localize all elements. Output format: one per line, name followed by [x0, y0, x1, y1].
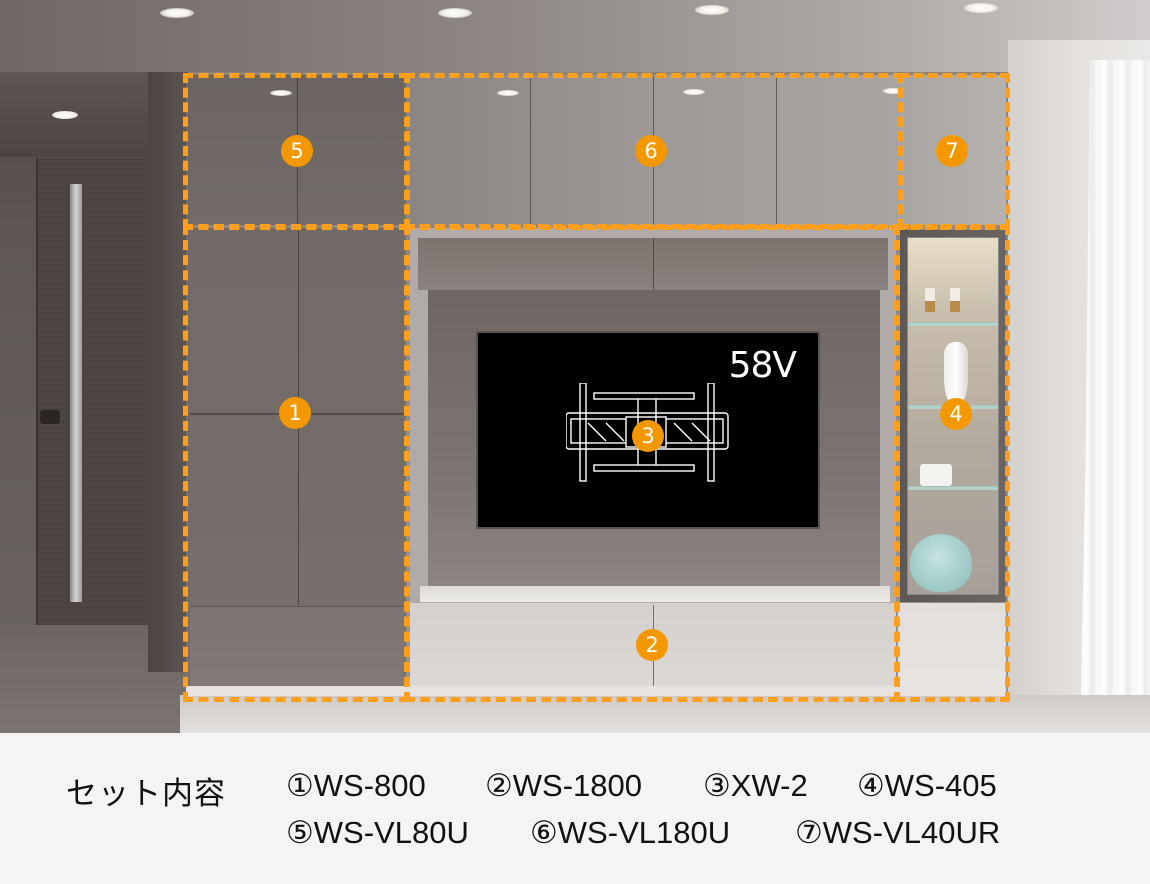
- callout-badge-4: 4: [940, 398, 972, 430]
- room-photo: 58V 5 6 7 1 3 4 2: [0, 0, 1150, 733]
- caption-item-4: ④WS-405: [857, 768, 997, 803]
- caption-item-1: ①WS-800: [286, 768, 426, 803]
- ceiling-light: [964, 3, 998, 13]
- callout-badge-7: 7: [936, 135, 968, 167]
- ceiling-light: [438, 8, 472, 18]
- celadon-vase: [910, 534, 972, 592]
- callout-badge-1: 1: [279, 397, 311, 429]
- white-vase: [944, 342, 968, 402]
- caption-item-2: ②WS-1800: [485, 768, 643, 803]
- callout-badge-6: 6: [635, 135, 667, 167]
- reflection: [497, 90, 519, 96]
- reflection: [270, 90, 292, 96]
- tall-left-drawer: [190, 606, 404, 688]
- niche-bottom: [420, 586, 890, 602]
- display-case-base: [898, 603, 1006, 689]
- door-seam: [530, 76, 531, 224]
- wine-glass: [950, 288, 960, 312]
- callout-badge-5: 5: [281, 135, 313, 167]
- reflection: [683, 89, 705, 95]
- curtain: [1080, 60, 1150, 732]
- ceiling-light: [695, 5, 729, 15]
- caption-item-6: ⑥WS-VL180U: [530, 815, 731, 850]
- ceiling-light: [160, 8, 194, 18]
- callout-badge-3: 3: [632, 420, 664, 452]
- floor: [180, 695, 1150, 733]
- glass-shelf: [908, 486, 998, 490]
- plinth: [186, 686, 1006, 696]
- caption-item-5: ⑤WS-VL80U: [286, 815, 469, 850]
- glass-shelf: [908, 322, 998, 326]
- hallway-door: [36, 158, 148, 630]
- stacked-bowls: [920, 464, 952, 486]
- door-handle: [40, 410, 60, 424]
- reflection: [883, 88, 903, 94]
- door-seam: [776, 76, 777, 224]
- door-glass-slit: [70, 184, 82, 602]
- tv-size-label: 58V: [728, 345, 797, 386]
- caption-item-3: ③XW-2: [703, 768, 808, 803]
- wall-pillar: [148, 72, 188, 672]
- wine-glass: [925, 288, 935, 312]
- panel-seam: [653, 238, 654, 290]
- callout-badge-2: 2: [636, 629, 668, 661]
- hallway-light: [52, 111, 78, 119]
- set-contents-caption: [0, 733, 1150, 884]
- caption-item-7: ⑦WS-VL40UR: [795, 815, 1001, 850]
- caption-title: セット内容: [66, 776, 226, 812]
